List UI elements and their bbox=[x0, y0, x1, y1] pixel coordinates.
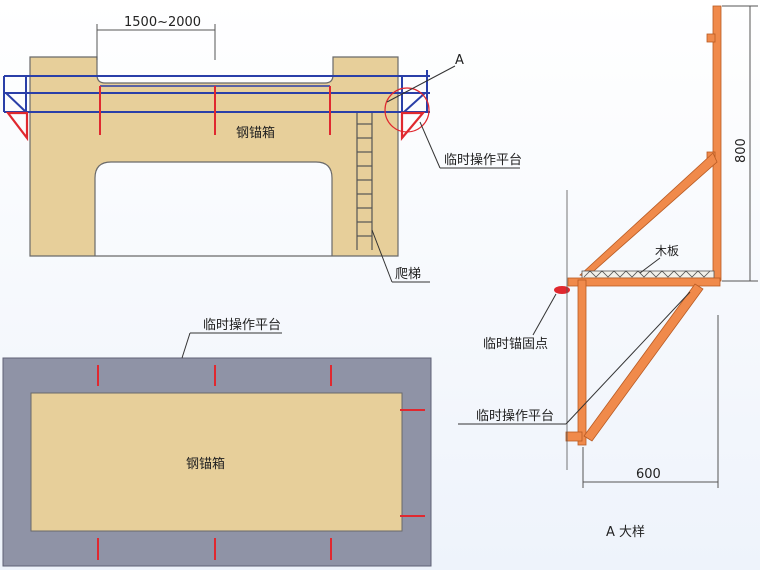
box-plan-label: 钢锚箱 bbox=[186, 456, 225, 472]
anchor-point-label: 临时锚固点 bbox=[483, 337, 548, 352]
detail-marker-label: A bbox=[455, 53, 464, 68]
side-brackets bbox=[5, 111, 426, 142]
detail-platform-label: 临时操作平台 bbox=[476, 408, 554, 424]
box-elevation-label: 钢锚箱 bbox=[236, 125, 275, 141]
detail-callout-circle bbox=[384, 87, 430, 133]
elevation-view: 1500~2000 A 钢锚箱 临时操作平台 bbox=[3, 15, 522, 283]
anchor-point-marker bbox=[554, 286, 570, 294]
dimension-600 bbox=[582, 315, 719, 488]
detail-title: A 大样 bbox=[606, 525, 645, 540]
detail-a-view: 800 600 木板 临时锚固点 临时操作平台 A 大样 bbox=[458, 5, 758, 540]
plan-platform-label: 临时操作平台 bbox=[203, 317, 281, 333]
dim-600-label: 600 bbox=[636, 467, 661, 482]
plan-platform-leader bbox=[181, 332, 282, 359]
ladder-leader bbox=[371, 229, 430, 283]
span-dimension-label: 1500~2000 bbox=[124, 15, 201, 30]
detail-platform-leader bbox=[458, 291, 691, 425]
board-label: 木板 bbox=[655, 244, 679, 258]
top-handrail bbox=[3, 70, 430, 113]
platform-leader bbox=[419, 121, 520, 169]
steel-anchor-box-elevation bbox=[29, 56, 399, 257]
ladder bbox=[356, 113, 373, 250]
top-diagonal-brace bbox=[579, 152, 718, 278]
ladder-label: 爬梯 bbox=[395, 267, 421, 282]
red-posts-elevation bbox=[99, 86, 331, 135]
platform-beam bbox=[567, 277, 721, 287]
dim-800-label: 800 bbox=[734, 138, 749, 163]
temp-platform-top-label: 临时操作平台 bbox=[444, 152, 522, 168]
dimension-800 bbox=[722, 5, 758, 282]
lower-post-foot bbox=[565, 431, 583, 442]
detail-callout-leader bbox=[386, 65, 456, 103]
board-leader bbox=[639, 257, 661, 274]
guard-post bbox=[706, 5, 722, 282]
dimension-span bbox=[96, 24, 216, 60]
lower-diagonal-brace bbox=[583, 283, 704, 442]
red-posts-plan bbox=[97, 365, 425, 560]
lower-post bbox=[577, 279, 587, 446]
wood-board bbox=[581, 270, 715, 279]
anchor-leader bbox=[532, 293, 557, 336]
plan-view: 临时操作平台 钢锚箱 bbox=[2, 317, 432, 567]
steel-anchor-box-plan bbox=[30, 392, 403, 532]
